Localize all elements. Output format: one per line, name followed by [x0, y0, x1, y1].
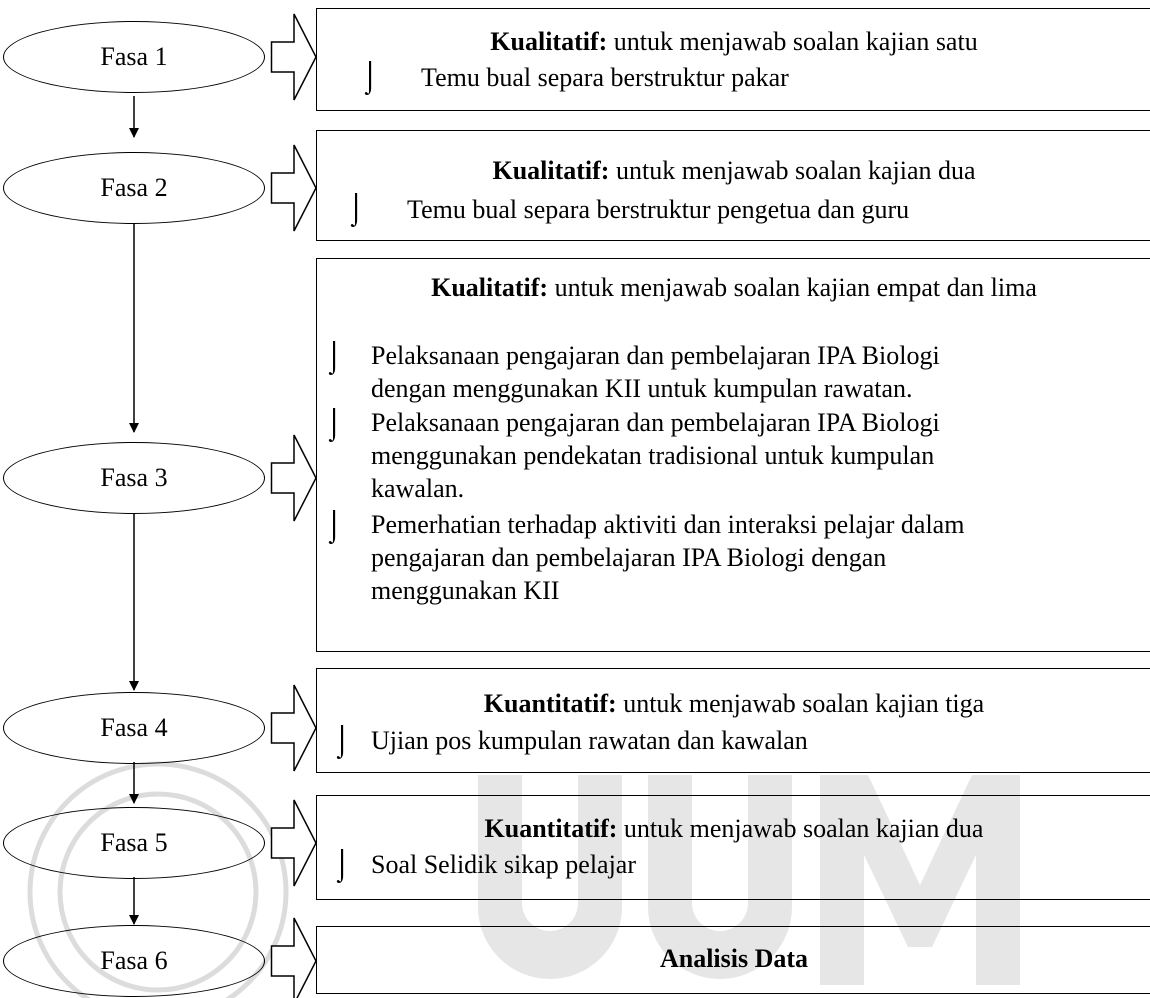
phase-1-description-box: Kualitatif: untuk menjawab soalan kajian…	[316, 8, 1150, 111]
list-item: Temu bual separa berstruktur pakar	[421, 63, 789, 92]
list-item: menggunakan KII	[371, 576, 560, 605]
method-label: Analisis Data	[659, 944, 809, 973]
box-title: Kualitatif: untuk menjawab soalan kajian…	[317, 154, 1150, 187]
purpose-text: untuk menjawab soalan kajian tiga	[616, 689, 985, 718]
phase-6-description-box: Analisis Data	[316, 926, 1150, 994]
block-arrow-icon	[270, 917, 317, 998]
method-label: Kualitatif:	[492, 156, 610, 185]
list-item: kawalan.	[371, 474, 465, 503]
bullet-icon: ⌡	[333, 724, 352, 757]
list-item: Pemerhatian terhadap aktiviti dan intera…	[371, 510, 965, 539]
phase-2: Fasa 2	[3, 152, 265, 224]
purpose-text: untuk menjawab soalan kajian satu	[607, 27, 978, 56]
method-label: Kualitatif:	[431, 273, 549, 302]
list-item: Pelaksanaan pengajaran dan pembelajaran …	[371, 408, 940, 437]
method-label: Kualitatif:	[490, 27, 608, 56]
phase-2-description-box: Kualitatif: untuk menjawab soalan kajian…	[316, 130, 1150, 241]
block-arrow-icon	[270, 144, 317, 232]
purpose-text: untuk menjawab soalan kajian empat dan l…	[548, 273, 1037, 302]
phase-1: Fasa 1	[3, 21, 265, 93]
block-arrow-icon	[270, 684, 317, 772]
method-label: Kuantitatif:	[483, 689, 617, 718]
list-item: menggunakan pendekatan tradisional untuk…	[371, 441, 935, 470]
box-title: Kualitatif: untuk menjawab soalan kajian…	[317, 25, 1150, 58]
phase-label: Fasa 5	[100, 828, 168, 857]
bullet-icon: ⌡	[347, 192, 366, 225]
list-item: pengajaran dan pembelajaran IPA Biologi …	[371, 543, 887, 572]
method-label: Kuantitatif:	[484, 814, 618, 843]
phase-3: Fasa 3	[3, 442, 265, 514]
bullet-icon: ⌡	[333, 848, 352, 881]
phase-label: Fasa 1	[100, 42, 168, 71]
phase-label: Fasa 3	[100, 463, 168, 492]
block-arrow-icon	[270, 434, 317, 522]
list-item: dengan menggunakan KII untuk kumpulan ra…	[371, 374, 913, 403]
phase-5-description-box: Kuantitatif: untuk menjawab soalan kajia…	[316, 795, 1150, 900]
bullet-icon: ⌡	[325, 340, 344, 373]
phase-4-description-box: Kuantitatif: untuk menjawab soalan kajia…	[316, 668, 1150, 773]
phase-label: Fasa 6	[100, 946, 168, 975]
bullet-icon: ⌡	[325, 407, 344, 440]
list-item: Temu bual separa berstruktur pengetua da…	[407, 195, 910, 224]
phase-3-description-box: Kualitatif: untuk menjawab soalan kajian…	[316, 258, 1150, 652]
purpose-text: untuk menjawab soalan kajian dua	[617, 814, 984, 843]
purpose-text: untuk menjawab soalan kajian dua	[609, 156, 976, 185]
block-arrow-icon	[270, 13, 317, 101]
phase-5: Fasa 5	[3, 807, 265, 879]
bullet-icon: ⌡	[361, 60, 380, 93]
phase-label: Fasa 4	[100, 713, 168, 742]
box-title: Kuantitatif: untuk menjawab soalan kajia…	[317, 687, 1150, 720]
box-title: Analisis Data	[317, 942, 1150, 975]
box-title: Kuantitatif: untuk menjawab soalan kajia…	[317, 812, 1150, 845]
list-item: Pelaksanaan pengajaran dan pembelajaran …	[371, 341, 940, 370]
bullet-icon: ⌡	[325, 509, 344, 542]
block-arrow-icon	[270, 799, 317, 887]
list-item: Soal Selidik sikap pelajar	[371, 850, 637, 879]
box-title: Kualitatif: untuk menjawab soalan kajian…	[317, 271, 1150, 304]
list-item: Ujian pos kumpulan rawatan dan kawalan	[371, 726, 808, 755]
phase-4: Fasa 4	[3, 692, 265, 764]
phase-6: Fasa 6	[3, 925, 265, 997]
phase-label: Fasa 2	[100, 173, 168, 202]
